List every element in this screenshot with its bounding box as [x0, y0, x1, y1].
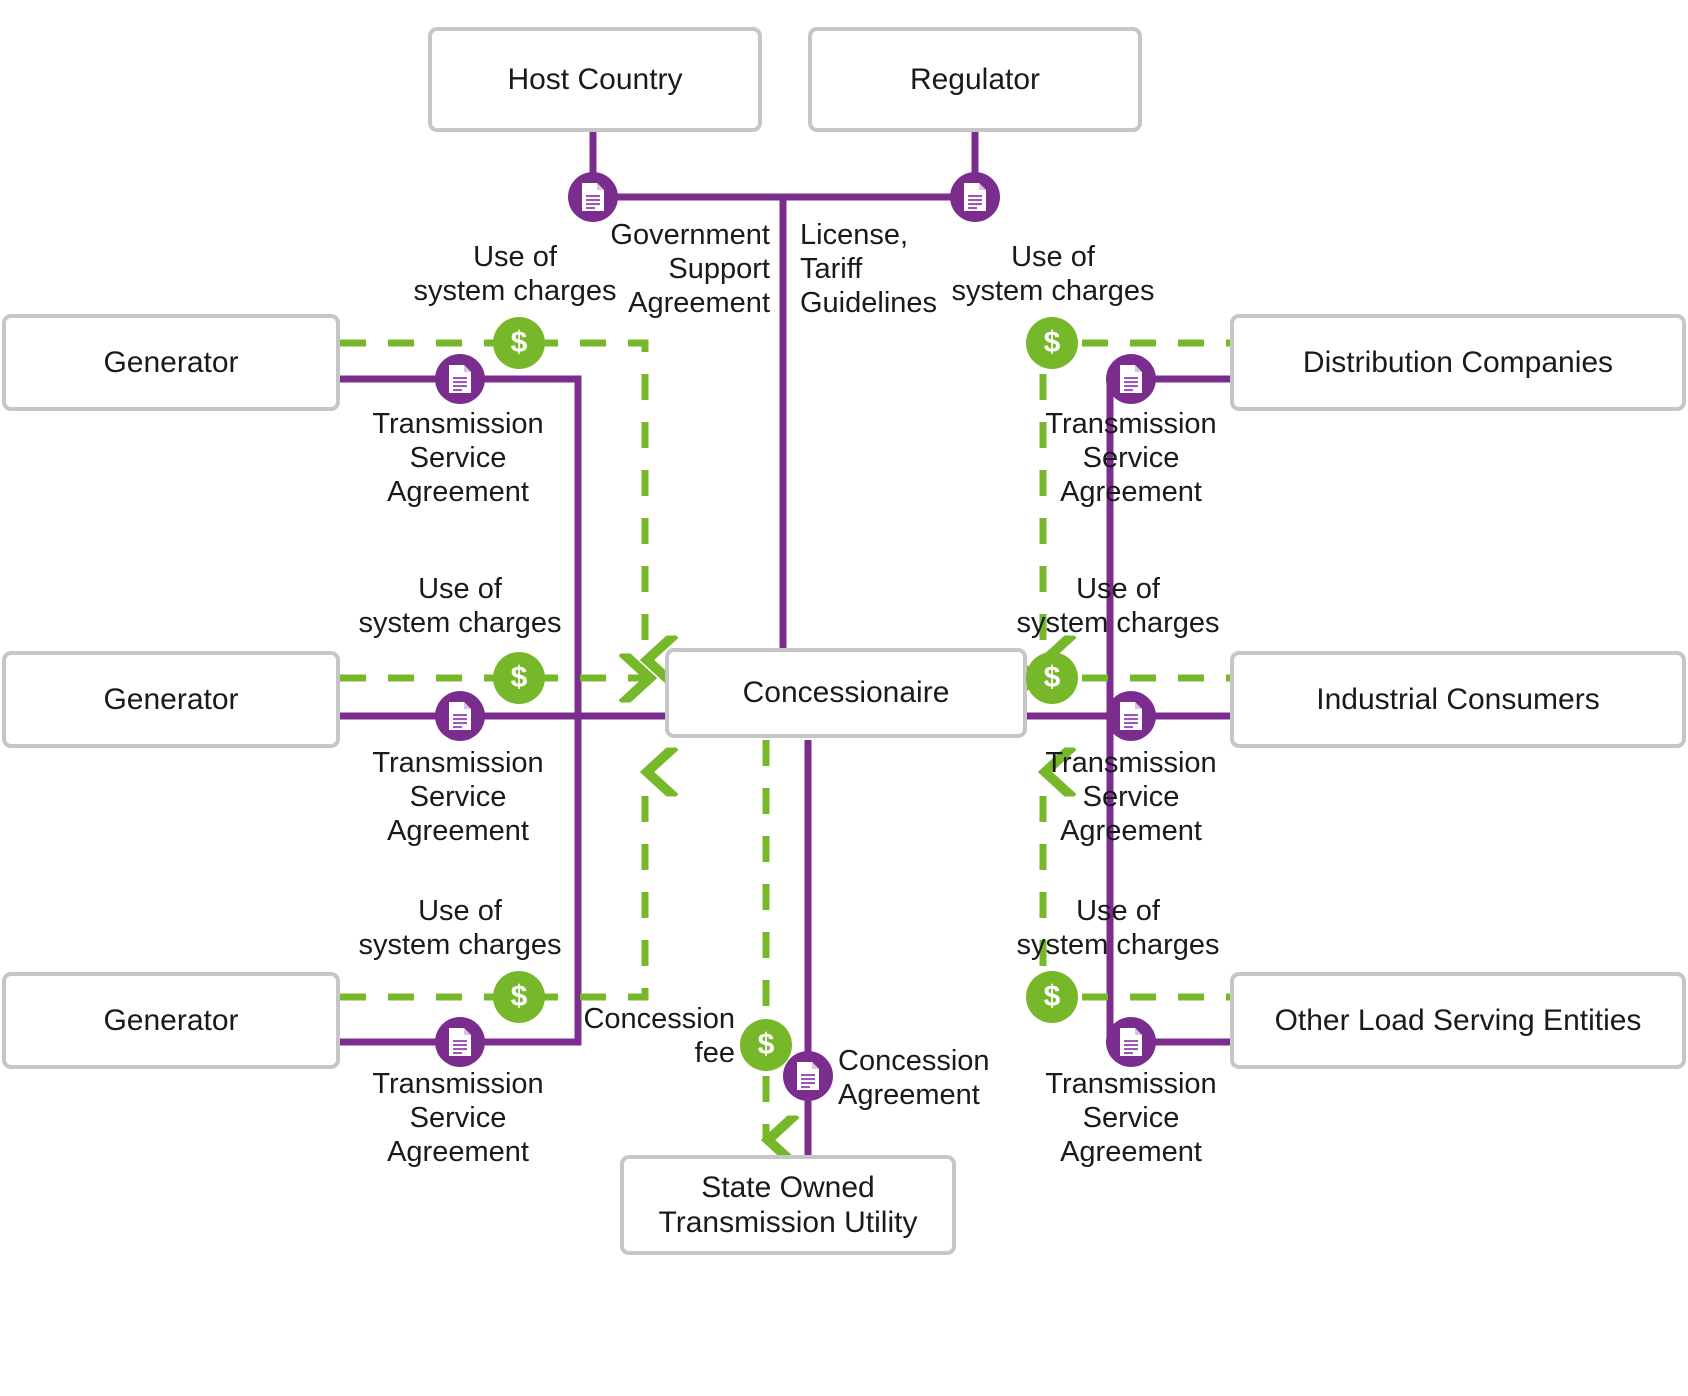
wire-generator1-charges	[340, 339, 645, 660]
money-icon-charges-distribution-companies[interactable]: $	[1026, 317, 1078, 369]
edge-label-license-tariff-guidelines: License, Tariff Guidelines	[800, 219, 938, 319]
document-icon-tsa-generator-3[interactable]	[435, 1017, 485, 1067]
edge-label-tsa-generator-1: Transmission Service Agreement	[372, 408, 544, 508]
node-distribution-companies-label: Distribution Companies	[1302, 345, 1614, 379]
node-regulator[interactable]: Regulator	[808, 27, 1142, 132]
edge-label-tsa-industrial-consumers: Transmission Service Agreement	[1045, 747, 1217, 847]
money-icon-charges-generator-1[interactable]: $	[493, 317, 545, 369]
money-icon-glyph: $	[1043, 660, 1061, 694]
document-icon	[964, 183, 986, 211]
edge-label-charges-generator-2: Use of system charges	[358, 573, 562, 639]
document-icon-government-support-agreement[interactable]	[568, 172, 618, 222]
document-icon-tsa-distribution-companies[interactable]	[1106, 354, 1156, 404]
edge-label-charges-distribution-companies: Use of system charges	[951, 241, 1155, 307]
node-other-load-serving-entities-label: Other Load Serving Entities	[1274, 1003, 1642, 1037]
edge-label-charges-generator-1: Use of system charges	[413, 241, 617, 307]
node-other-load-serving-entities[interactable]: Other Load Serving Entities	[1230, 972, 1686, 1069]
edge-label-charges-industrial-consumers: Use of system charges	[1016, 573, 1220, 639]
document-icon-tsa-industrial-consumers[interactable]	[1106, 691, 1156, 741]
node-concessionaire[interactable]: Concessionaire	[665, 648, 1027, 738]
document-icon	[449, 702, 471, 730]
edge-label-government-support-agreement: Government Support Agreement	[610, 219, 770, 319]
node-generator-1[interactable]: Generator	[2, 314, 340, 411]
document-icon	[1120, 1028, 1142, 1056]
document-icon	[797, 1062, 819, 1090]
node-concessionaire-label: Concessionaire	[742, 676, 950, 710]
node-distribution-companies[interactable]: Distribution Companies	[1230, 314, 1686, 411]
node-generator-2[interactable]: Generator	[2, 651, 340, 748]
money-icon-glyph: $	[757, 1027, 775, 1061]
document-icon-concession-agreement[interactable]	[783, 1051, 833, 1101]
money-icon-charges-generator-3[interactable]: $	[493, 971, 545, 1023]
edge-label-tsa-other-load-serving-entities: Transmission Service Agreement	[1045, 1068, 1217, 1168]
document-icon	[449, 1028, 471, 1056]
money-icon-charges-other-load-serving-entities[interactable]: $	[1026, 971, 1078, 1023]
node-generator-2-label: Generator	[103, 682, 239, 716]
money-icon-glyph: $	[1043, 325, 1061, 359]
money-icon-charges-industrial-consumers[interactable]: $	[1026, 652, 1078, 704]
wire-generator1-tsa	[340, 375, 582, 716]
edge-label-tsa-distribution-companies: Transmission Service Agreement	[1045, 408, 1217, 508]
document-icon	[1120, 365, 1142, 393]
document-icon-tsa-generator-1[interactable]	[435, 354, 485, 404]
wire-generator3-charges	[340, 772, 645, 1001]
edge-label-tsa-generator-3: Transmission Service Agreement	[372, 1068, 544, 1168]
node-generator-1-label: Generator	[103, 345, 239, 379]
wire-generator3-tsa	[340, 716, 582, 1046]
money-icon-glyph: $	[510, 325, 528, 359]
money-icon-glyph: $	[1043, 979, 1061, 1013]
node-state-owned-transmission-utility-label: State Owned Transmission Utility	[658, 1170, 918, 1239]
document-icon-tsa-generator-2[interactable]	[435, 691, 485, 741]
node-generator-3[interactable]: Generator	[2, 972, 340, 1069]
node-host-country-label: Host Country	[507, 62, 683, 96]
money-icon-charges-generator-2[interactable]: $	[493, 652, 545, 704]
document-icon-license-tariff-guidelines[interactable]	[950, 172, 1000, 222]
edge-label-charges-other-load-serving-entities: Use of system charges	[1016, 895, 1220, 961]
edge-label-charges-generator-3: Use of system charges	[358, 895, 562, 961]
document-icon	[582, 183, 604, 211]
document-icon	[1120, 702, 1142, 730]
money-icon-glyph: $	[510, 660, 528, 694]
document-icon	[449, 365, 471, 393]
edge-label-tsa-generator-2: Transmission Service Agreement	[372, 747, 544, 847]
node-regulator-label: Regulator	[909, 62, 1041, 96]
document-icon-tsa-other-load-serving-entities[interactable]	[1106, 1017, 1156, 1067]
money-icon-glyph: $	[510, 979, 528, 1013]
node-industrial-consumers-label: Industrial Consumers	[1316, 682, 1600, 716]
node-industrial-consumers[interactable]: Industrial Consumers	[1230, 651, 1686, 748]
edge-label-concession-agreement: Concession Agreement	[838, 1045, 990, 1111]
edge-label-concession-fee: Concession fee	[583, 1003, 735, 1069]
node-generator-3-label: Generator	[103, 1003, 239, 1037]
money-icon-concession-fee[interactable]: $	[740, 1019, 792, 1071]
node-host-country[interactable]: Host Country	[428, 27, 762, 132]
node-state-owned-transmission-utility[interactable]: State Owned Transmission Utility	[620, 1155, 956, 1255]
